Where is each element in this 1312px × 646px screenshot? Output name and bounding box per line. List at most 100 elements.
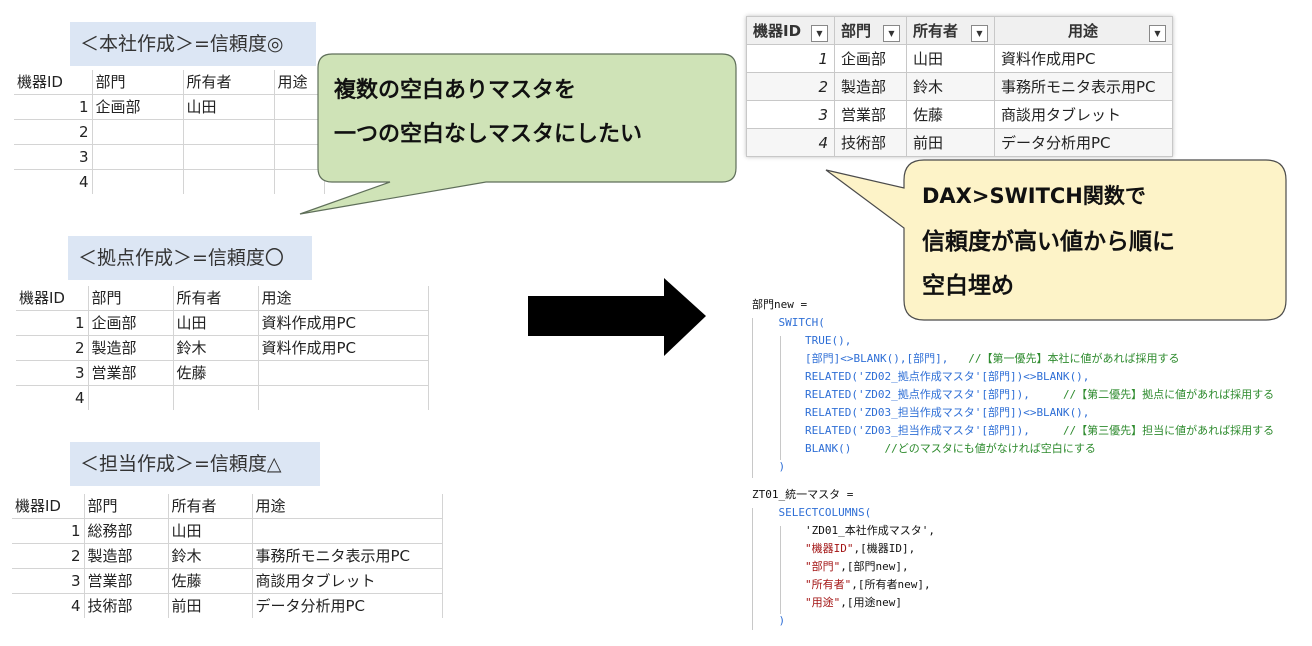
code-comment: //【第二優先】拠点に値があれば採用する <box>1062 388 1275 401</box>
table-row: 4 技術部 前田 データ分析用PC <box>12 593 443 618</box>
arrow-right-icon <box>528 278 706 356</box>
cell-owner <box>183 144 275 170</box>
table-row: 1 企画部 山田 <box>14 94 325 120</box>
code-string: "用途" <box>804 596 841 609</box>
indent-guide <box>752 318 753 478</box>
cell-dept <box>92 169 184 194</box>
code-string: "機器ID" <box>804 542 854 555</box>
code-token: RELATED <box>804 424 852 437</box>
table-row: 2 製造部 鈴木 事務所モニタ表示用PC <box>746 72 1173 101</box>
cell-id: 3 <box>746 100 835 129</box>
code-token: (),[部門], <box>886 352 969 365</box>
result-table: 機器ID▼ 部門▼ 所有者▼ 用途▼ 1 企画部 山田 資料作成用PC 2 製造… <box>746 16 1173 157</box>
cell-owner: 佐藤 <box>906 100 995 129</box>
code-token: ('ZD03_担当作成マスタ'[部門]), <box>851 424 1063 437</box>
table-row: 機器ID 部門 所有者 用途 <box>12 494 443 519</box>
cell-use: 資料作成用PC <box>258 335 429 361</box>
cell-use <box>274 169 325 194</box>
cell-id: 1 <box>16 310 89 336</box>
dropdown-icon[interactable]: ▼ <box>1149 24 1166 42</box>
cell-dept <box>92 144 184 170</box>
kyoten-table: 機器ID 部門 所有者 用途 1 企画部 山田 資料作成用PC 2 製造部 鈴木… <box>16 286 429 410</box>
table-row: 機器ID 部門 所有者 用途 <box>14 70 325 95</box>
cell-owner: 山田 <box>183 94 275 120</box>
cell-dept: 営業部 <box>84 568 169 594</box>
honsha-table: 機器ID 部門 所有者 用途 1 企画部 山田 2 3 4 <box>14 70 325 194</box>
cell-dept: 企画部 <box>834 44 907 73</box>
header-cell: 所有者 <box>183 70 275 95</box>
code-block-bumon: 部門new = SWITCH( TRUE(), [部門]<>BLANK(),[部… <box>752 296 1274 476</box>
code-line: ) <box>778 614 786 627</box>
cell-id: 3 <box>16 360 89 386</box>
header-cell: 所有者 <box>168 494 253 519</box>
indent-guide <box>780 336 781 460</box>
table-row: 2 <box>14 119 325 145</box>
code-block-master: ZT01_統一マスタ = SELECTCOLUMNS( 'ZD01_本社作成マス… <box>752 486 935 630</box>
cell-owner: 前田 <box>906 128 995 157</box>
cell-id: 4 <box>746 128 835 157</box>
code-token: (), <box>1069 406 1090 419</box>
code-token: BLANK <box>853 352 887 365</box>
header-cell: 部門 <box>92 70 184 95</box>
code-token: ('ZD03_担当作成マスタ'[部門])<> <box>851 406 1037 419</box>
table-row: 3 <box>14 144 325 170</box>
code-token: BLANK <box>804 442 839 455</box>
cell-dept: 製造部 <box>834 72 907 101</box>
cell-id: 4 <box>12 593 85 618</box>
cell-id: 3 <box>12 568 85 594</box>
cell-id: 3 <box>14 144 93 170</box>
cell-owner <box>173 385 259 410</box>
bubble-yellow-line1: DAX>SWITCH関数で <box>922 184 1146 208</box>
cell-dept <box>88 385 174 410</box>
code-token: RELATED <box>804 406 852 419</box>
indent-guide <box>752 508 753 630</box>
dropdown-icon[interactable]: ▼ <box>811 24 828 42</box>
dropdown-icon[interactable]: ▼ <box>883 24 900 42</box>
code-comment: //【第三優先】担当に値があれば採用する <box>1062 424 1275 437</box>
code-token: ,[部門new], <box>840 560 909 573</box>
code-comment: //【第一優先】本社に値があれば採用する <box>968 352 1180 365</box>
code-line: SWITCH( <box>778 316 825 329</box>
cell-id: 1 <box>14 94 93 120</box>
table-row: 4 技術部 前田 データ分析用PC <box>746 128 1173 157</box>
cell-id: 2 <box>14 119 93 145</box>
code-line: ) <box>778 460 786 473</box>
header-cell: 機器ID <box>12 494 85 519</box>
cell-id: 2 <box>746 72 835 101</box>
tanto-table: 機器ID 部門 所有者 用途 1 総務部 山田 2 製造部 鈴木 事務所モニタ表… <box>12 494 443 618</box>
cell-id: 4 <box>16 385 89 410</box>
code-line: ZT01_統一マスタ = <box>752 488 854 501</box>
kyoten-title: ＜拠点作成＞=信頼度〇 <box>68 236 312 280</box>
cell-dept: 製造部 <box>88 335 174 361</box>
cell-dept: 企画部 <box>88 310 174 336</box>
cell-id: 4 <box>14 169 93 194</box>
cell-dept: 技術部 <box>834 128 907 157</box>
indent-guide <box>780 526 781 614</box>
cell-dept: 製造部 <box>84 543 169 569</box>
cell-owner: 前田 <box>168 593 253 618</box>
header-cell: 部門▼ <box>834 16 907 45</box>
cell-owner <box>183 169 275 194</box>
table-row: 機器ID 部門 所有者 用途 <box>16 286 429 311</box>
table-header-row: 機器ID▼ 部門▼ 所有者▼ 用途▼ <box>746 16 1173 45</box>
code-string: "所有者" <box>804 578 852 591</box>
table-row: 4 <box>16 385 429 410</box>
cell-owner: 山田 <box>168 518 253 544</box>
cell-use: 商談用タブレット <box>252 568 443 594</box>
bubble-green-line2: 一つの空白なしマスタにしたい <box>334 122 643 147</box>
table-row: 2 製造部 鈴木 資料作成用PC <box>16 335 429 361</box>
cell-owner: 鈴木 <box>168 543 253 569</box>
cell-use <box>274 144 325 170</box>
header-cell: 所有者▼ <box>906 16 995 45</box>
header-cell: 用途 <box>252 494 443 519</box>
bubble-yellow-line2: 信頼度が高い値から順に <box>922 229 1175 255</box>
code-line: TRUE(), <box>804 334 852 347</box>
dropdown-icon[interactable]: ▼ <box>971 24 988 42</box>
code-token: (), <box>1069 370 1090 383</box>
header-cell: 所有者 <box>173 286 259 311</box>
cell-owner: 鈴木 <box>173 335 259 361</box>
header-cell: 用途 <box>258 286 429 311</box>
code-token: () <box>838 442 885 455</box>
cell-id: 2 <box>16 335 89 361</box>
